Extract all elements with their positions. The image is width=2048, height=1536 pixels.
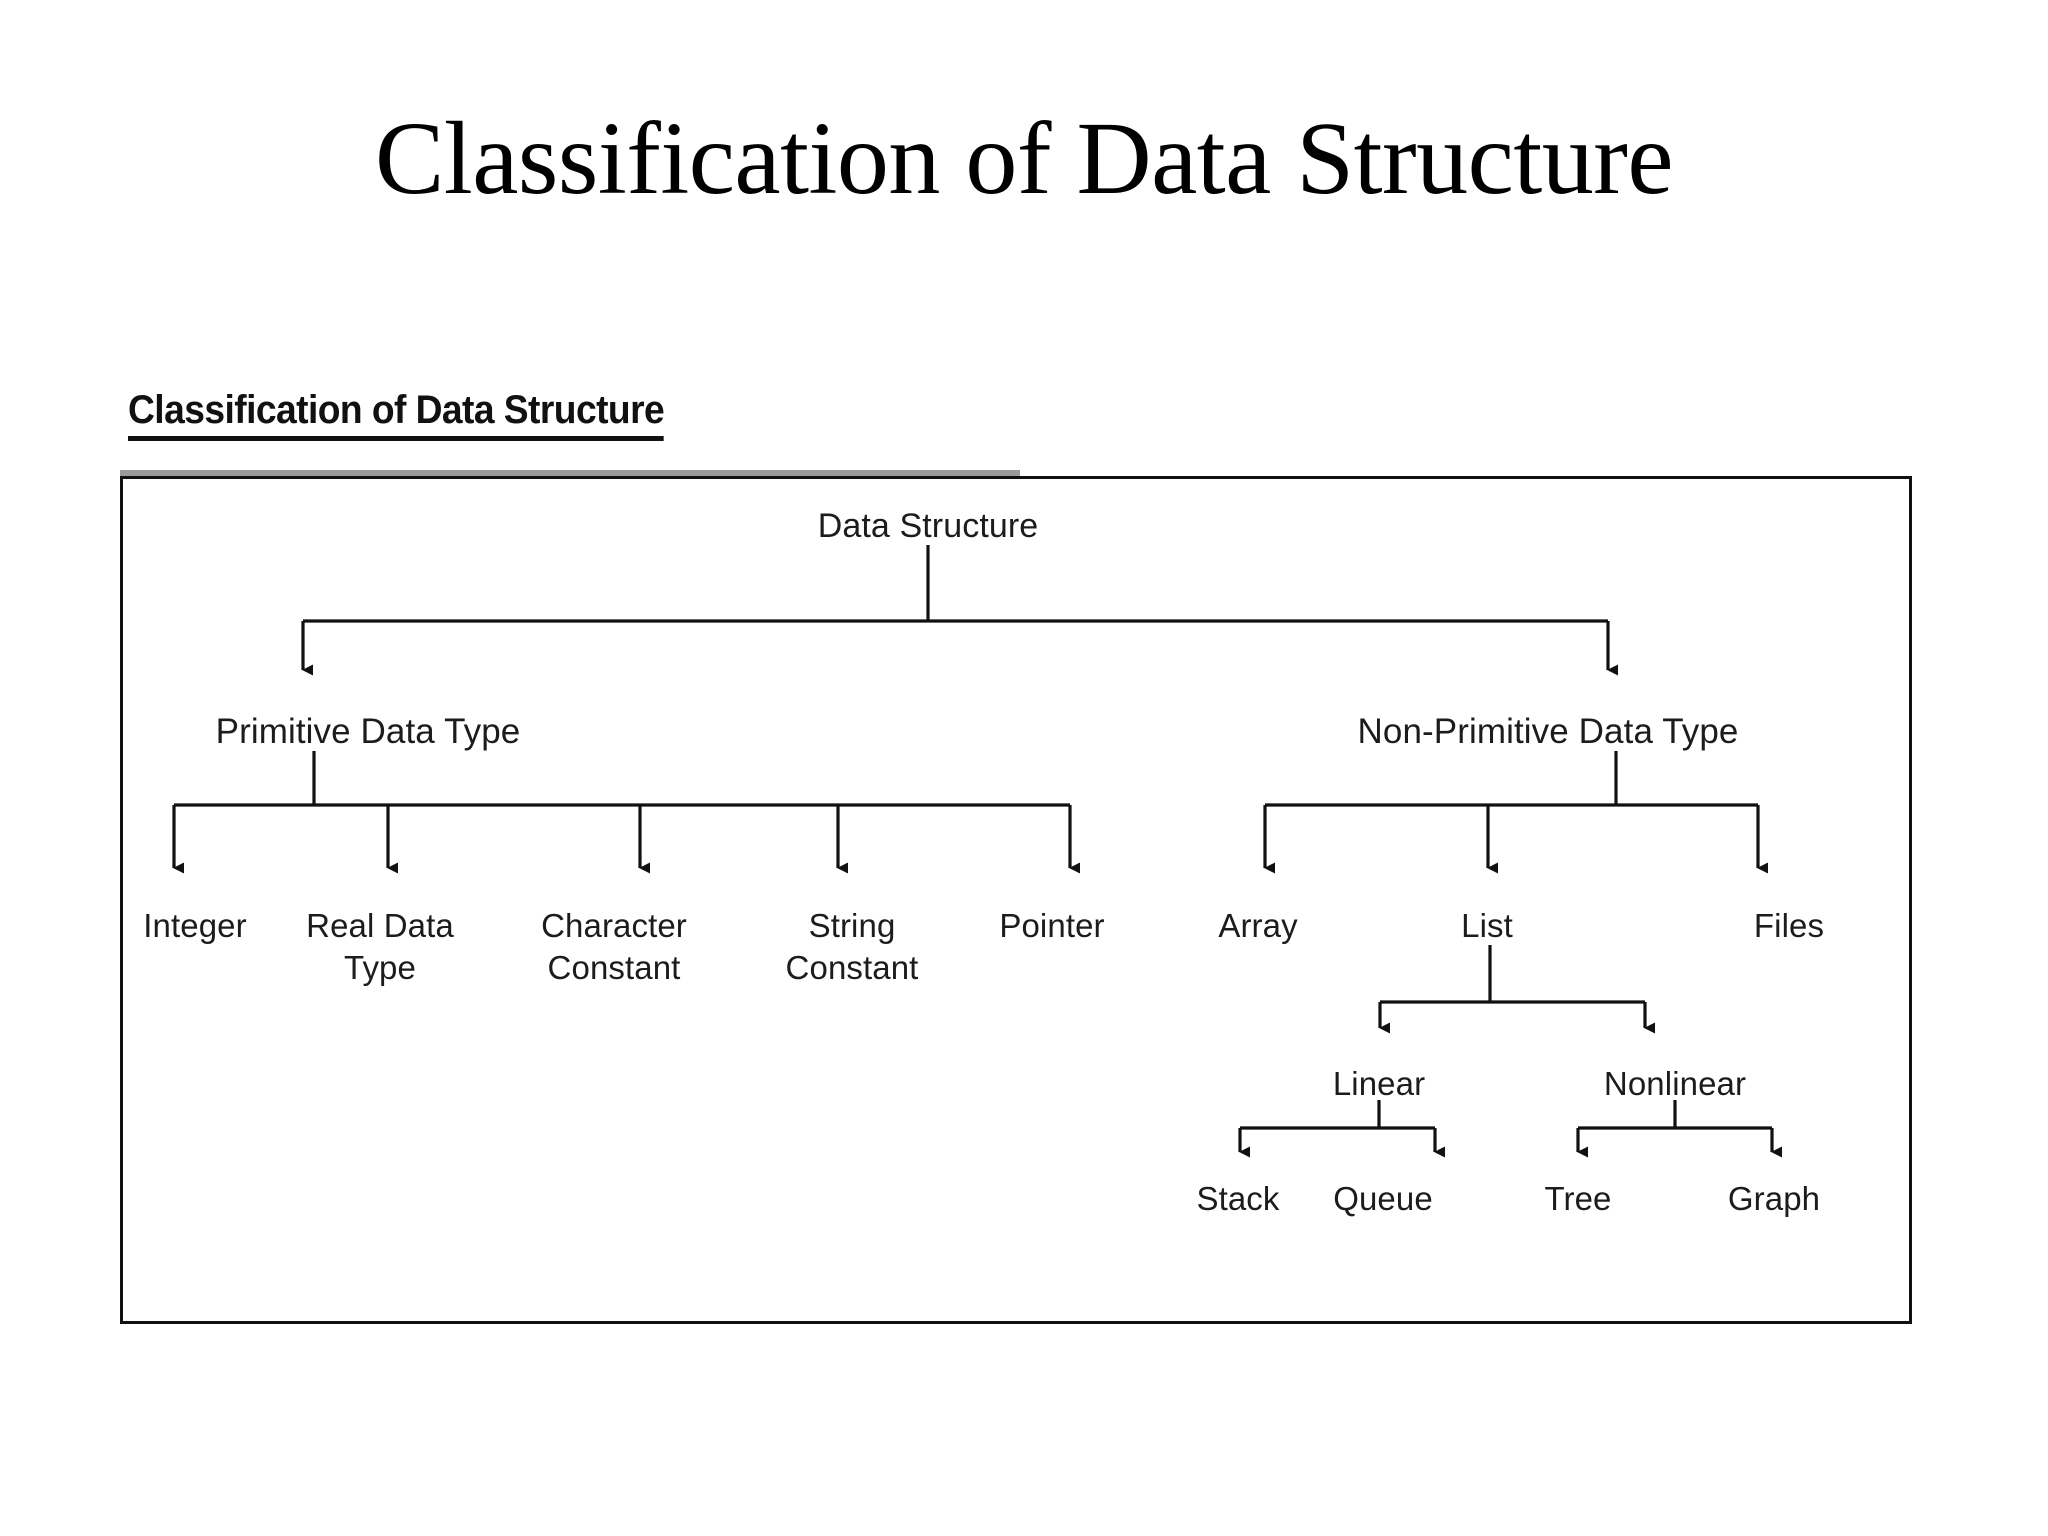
page-title: Classification of Data Structure (374, 101, 1674, 216)
diagram-frame (120, 476, 1912, 1324)
node-stack: Stack (1196, 1178, 1279, 1220)
node-label: Nonlinear (1603, 1065, 1747, 1102)
node-label: Real Data (306, 907, 454, 944)
node-files: Files (1754, 905, 1824, 947)
node-label-line2: Constant (785, 949, 919, 987)
node-data-structure: Data Structure (818, 505, 1039, 549)
node-label: Queue (1333, 1180, 1433, 1217)
section-heading: Classification of Data Structure (128, 390, 665, 441)
node-label: Primitive Data Type (215, 712, 521, 751)
node-array: Array (1218, 905, 1297, 947)
node-label: Character (541, 907, 687, 944)
node-label: Tree (1544, 1180, 1612, 1217)
node-label: Stack (1196, 1180, 1280, 1217)
node-label: Integer (143, 907, 247, 944)
frame-shadow-strip (120, 470, 1020, 476)
node-label: Files (1753, 907, 1825, 944)
node-label: Data Structure (817, 507, 1039, 545)
node-linear: Linear (1333, 1063, 1425, 1105)
node-label: Linear (1332, 1065, 1426, 1102)
node-list: List (1461, 905, 1513, 947)
node-queue: Queue (1333, 1178, 1433, 1220)
node-label: Array (1218, 907, 1298, 944)
node-real-data-type: Real Data Type (306, 905, 454, 989)
node-primitive-data-type: Primitive Data Type (216, 710, 521, 755)
node-label: Graph (1727, 1180, 1821, 1217)
node-pointer: Pointer (999, 905, 1104, 947)
node-non-primitive-data-type: Non-Primitive Data Type (1358, 710, 1739, 755)
node-label: Pointer (999, 907, 1105, 944)
node-label: List (1461, 907, 1513, 944)
node-label-line2: Constant (547, 949, 681, 987)
node-string-constant: String Constant (786, 905, 919, 989)
node-label: Non-Primitive Data Type (1357, 712, 1739, 751)
node-character-constant: Character Constant (541, 905, 687, 989)
node-tree: Tree (1544, 1178, 1611, 1220)
node-label-line2: Type (344, 949, 416, 987)
node-graph: Graph (1728, 1178, 1820, 1220)
node-integer: Integer (143, 905, 246, 947)
node-label: String (808, 907, 896, 944)
node-nonlinear: Nonlinear (1604, 1063, 1746, 1105)
